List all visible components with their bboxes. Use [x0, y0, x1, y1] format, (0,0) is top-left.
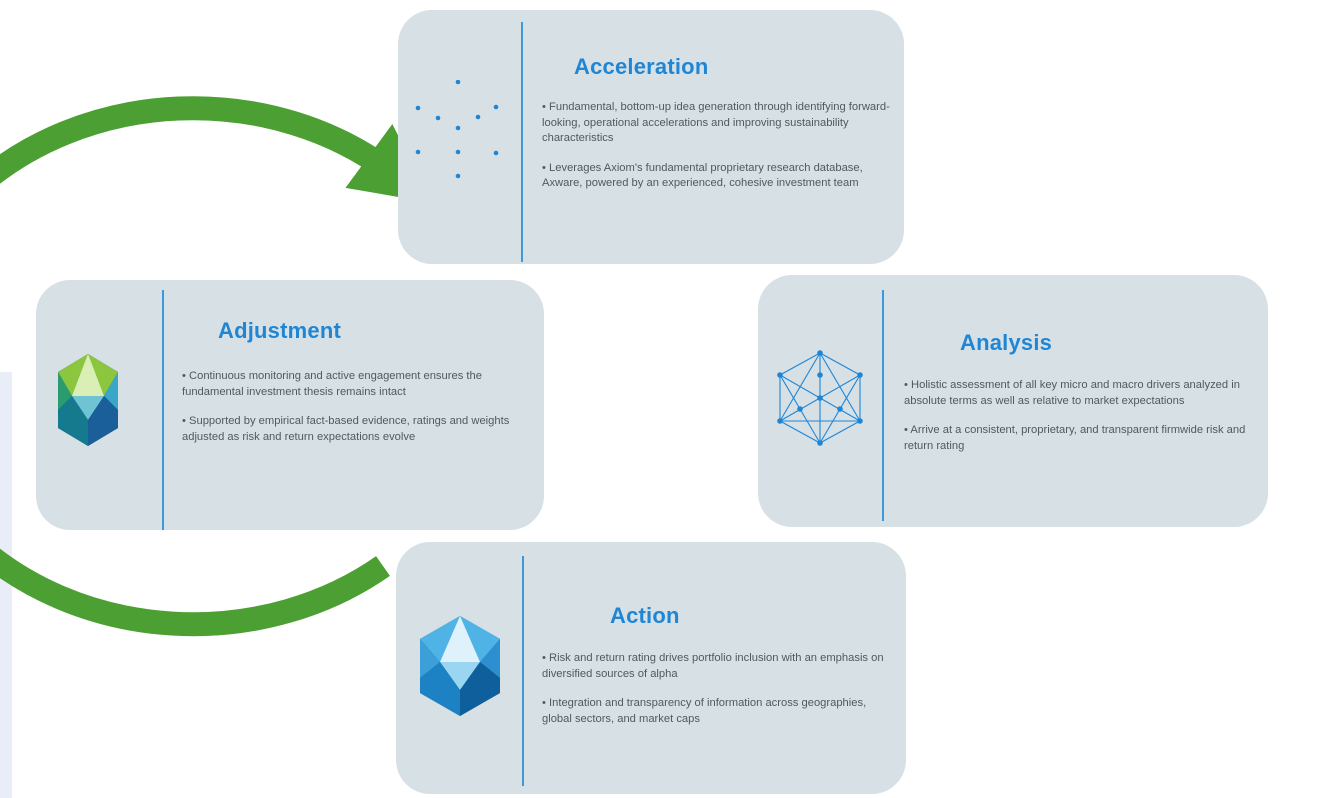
- card-divider: [162, 290, 164, 530]
- card-title-action: Action: [610, 603, 680, 628]
- card-bullets-adjustment: • Continuous monitoring and active engag…: [182, 369, 522, 459]
- bullet-text: • Arrive at a consistent, proprietary, a…: [904, 424, 1246, 452]
- bullet-text: • Risk and return rating drives portfoli…: [542, 652, 884, 680]
- card-bullets-acceleration: • Fundamental, bottom-up idea generation…: [542, 100, 892, 206]
- green-blue-hexagon-gem-icon: [58, 354, 118, 446]
- card-adjustment: Adjustment • Continuous monitoring and a…: [36, 280, 544, 530]
- bullet-text: • Continuous monitoring and active engag…: [182, 370, 482, 398]
- bullet-text: • Supported by empirical fact-based evid…: [182, 415, 510, 443]
- card-bullets-analysis: • Holistic assessment of all key micro a…: [904, 378, 1254, 468]
- card-divider: [522, 556, 524, 786]
- cycle-arrow: [0, 96, 433, 637]
- scattered-dots-icon: [415, 80, 499, 179]
- card-bullets-action: • Risk and return rating drives portfoli…: [542, 651, 892, 741]
- card-analysis: Analysis • Holistic assessment of all ke…: [758, 275, 1268, 527]
- card-title-acceleration: Acceleration: [574, 54, 709, 79]
- left-edge-strip: [0, 372, 12, 798]
- bullet-text: • Leverages Axiom's fundamental propriet…: [542, 161, 863, 190]
- card-divider: [521, 22, 523, 262]
- connected-network-hexagon-icon: [777, 350, 863, 446]
- blue-hexagon-gem-icon: [420, 616, 500, 716]
- bullet-text: • Fundamental, bottom-up idea generation…: [542, 101, 890, 144]
- bullet-text: • Integration and transparency of inform…: [542, 697, 867, 725]
- card-acceleration: Acceleration • Fundamental, bottom-up id…: [398, 10, 904, 264]
- card-title-analysis: Analysis: [960, 330, 1053, 355]
- card-divider: [882, 290, 884, 521]
- card-title-adjustment: Adjustment: [218, 318, 341, 343]
- bullet-text: • Holistic assessment of all key micro a…: [904, 379, 1240, 407]
- card-action: Action • Risk and return rating drives p…: [396, 542, 906, 794]
